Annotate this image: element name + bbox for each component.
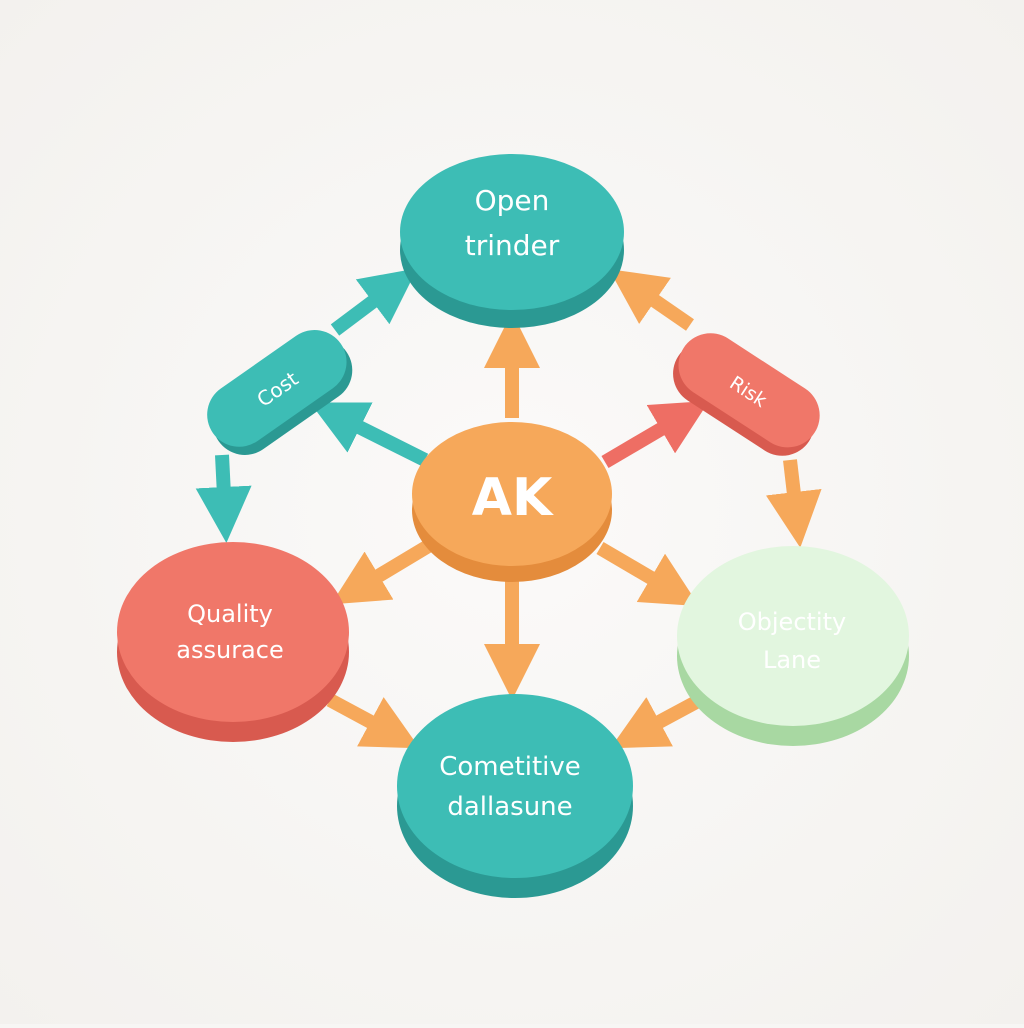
arrow-center-to-objectity	[596, 541, 700, 607]
node-ak-center[interactable]: AK	[412, 422, 612, 582]
arrow-center-to-quality	[330, 538, 434, 605]
arrow-risk-to-objectity	[765, 459, 822, 548]
node-label-line1: Open	[475, 184, 550, 217]
node-risk[interactable]: Risk	[661, 321, 832, 468]
node-label-line2: dallasune	[447, 792, 572, 822]
arrow-center-to-cost	[309, 402, 429, 467]
arrow-center-to-risk	[601, 400, 710, 469]
node-label-line1: Cometitive	[439, 752, 581, 782]
node-objectity-lane[interactable]: Objectity Lane	[677, 546, 909, 746]
node-label-line1: Quality	[187, 600, 273, 628]
node-open-trinder[interactable]: Open trinder	[400, 154, 624, 328]
arrow-cost-to-quality	[195, 454, 252, 543]
arrow-cost-to-top	[330, 268, 418, 336]
node-label: AK	[472, 468, 554, 528]
node-label-line2: Lane	[763, 646, 821, 674]
arrows	[195, 268, 822, 749]
node-label-line1: Objectity	[738, 608, 846, 636]
arrow-quality-to-bottom	[326, 693, 420, 749]
node-label-line2: assurace	[176, 636, 283, 664]
node-cometitive-dallasune[interactable]: Cometitive dallasune	[397, 694, 633, 898]
node-quality-assurance[interactable]: Quality assurace	[117, 542, 349, 742]
node-cost[interactable]: Cost	[195, 317, 365, 467]
arrow-risk-to-top	[608, 269, 694, 331]
node-label-line2: trinder	[465, 229, 560, 262]
arrow-objectity-to-bottom	[610, 693, 704, 749]
